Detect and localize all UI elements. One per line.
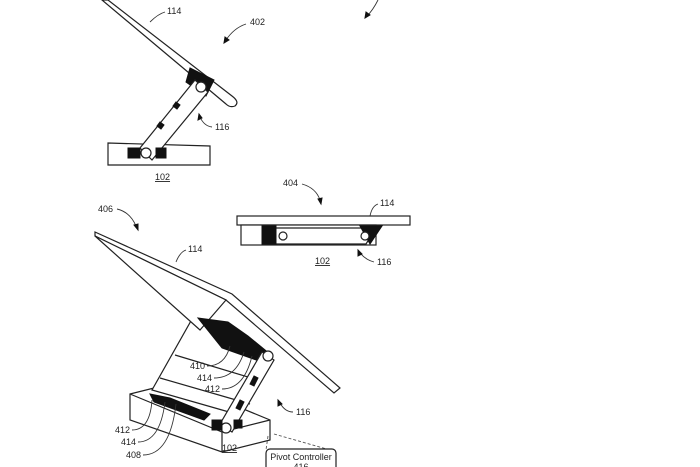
figure-406: 406 114 410 414 412 116 412 414 408 102 [94, 204, 341, 460]
label-116: 116 [377, 257, 391, 267]
display-device [101, 0, 238, 108]
label-102: 102 [222, 443, 237, 453]
label-412: 412 [205, 384, 220, 394]
label-114: 114 [188, 244, 202, 254]
display-rear [94, 235, 227, 331]
label-114: 114 [380, 198, 394, 208]
label-406: 406 [98, 204, 113, 214]
label-102: 102 [155, 172, 170, 182]
label-116: 116 [215, 122, 229, 132]
display-device [236, 215, 411, 226]
label-410: 410 [190, 361, 205, 371]
figure-404: 404 114 102 116 [236, 178, 411, 267]
pivot-controller-box: Pivot Controller 416 [265, 448, 337, 467]
label-414: 414 [197, 373, 212, 383]
pivot-controller-label: Pivot Controller [270, 452, 332, 462]
arrow-icon [364, 0, 379, 19]
label-412: 412 [115, 425, 130, 435]
label-404: 404 [283, 178, 298, 188]
label-402: 402 [250, 17, 265, 27]
label-414: 414 [121, 437, 136, 447]
label-116: 116 [296, 407, 310, 417]
label-102: 102 [315, 256, 330, 266]
label-416: 416 [293, 462, 308, 467]
label-114: 114 [167, 6, 181, 16]
label-408: 408 [126, 450, 141, 460]
figure-402: 114 402 116 102 [101, 0, 265, 182]
